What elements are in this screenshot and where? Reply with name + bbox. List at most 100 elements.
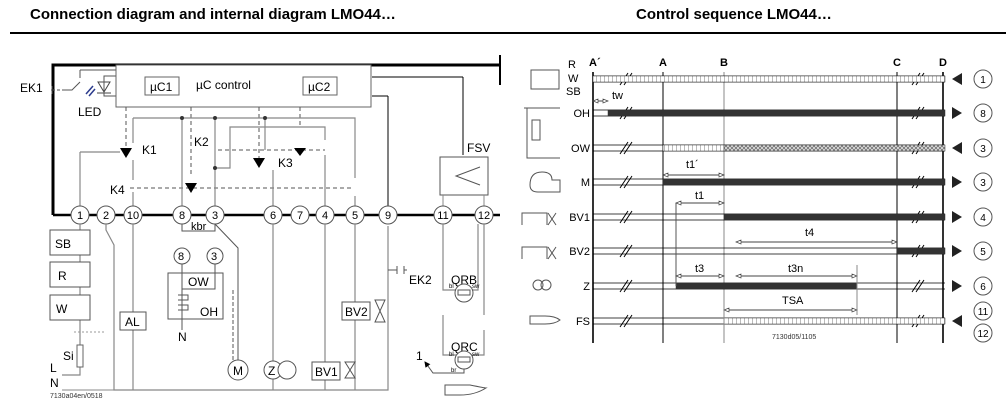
drawing-ref-right: 7130d05/1105 [772, 334, 816, 341]
svg-text:D: D [939, 57, 947, 69]
qrc-wire-bl: bl [449, 352, 454, 358]
terminal-label: 8 [179, 210, 185, 222]
time-t4: t4 [735, 227, 898, 245]
time-t3: t3 [675, 263, 725, 279]
svg-text:6: 6 [980, 282, 986, 293]
fuse-label: Si [63, 349, 74, 363]
qrb-label: QRB [451, 273, 477, 287]
svg-text:tw: tw [612, 90, 623, 102]
ignition-label: Z [268, 364, 275, 378]
svg-text:BV2: BV2 [569, 246, 590, 258]
phase-a-prime: A´ [589, 57, 601, 343]
signal-bar [607, 109, 946, 117]
qrc-wire-br: br [451, 368, 456, 374]
preheater-neutral-label: N [178, 330, 187, 344]
relay-k2-label: K2 [194, 135, 209, 149]
signal-bar [896, 247, 946, 255]
signal-bar [675, 282, 858, 290]
valve-bv2-box [341, 301, 371, 321]
signal-bar [592, 75, 946, 83]
terminal-label: 11 [437, 210, 448, 222]
terminal-label: 12 [478, 210, 490, 222]
valve-bv1-icon [521, 212, 557, 226]
valve-bv2-icon [374, 299, 386, 323]
terminal-9: 9 [378, 205, 398, 225]
phase-d: D [939, 57, 947, 343]
valve-bv2-label: BV2 [345, 305, 368, 319]
svg-text:SB: SB [566, 86, 581, 98]
svg-text:W: W [568, 73, 579, 85]
fsv-amplifier [439, 156, 489, 196]
terminal-11: 11 [433, 205, 453, 225]
flame-icon [444, 384, 488, 396]
alarm-box [119, 311, 147, 331]
time-tw: tw [592, 90, 623, 104]
terminal-8: 8 [172, 205, 192, 225]
switch-sb: SB [49, 229, 91, 256]
oil-preheater-box [167, 272, 224, 320]
signal-bar [662, 144, 725, 152]
signal-bar [723, 213, 946, 221]
row-icons [521, 69, 561, 325]
terminal-label: 5 [352, 210, 358, 222]
terminal-label: 9 [385, 210, 391, 222]
qrb-wire-bl: bl [449, 284, 454, 290]
qrb-detector-icon [454, 283, 474, 303]
terminal-10: 10 [123, 205, 143, 225]
fan-motor-icon [529, 171, 561, 193]
svg-text:t1´: t1´ [686, 159, 699, 171]
relay-arrows [120, 148, 306, 193]
svg-text:8: 8 [980, 109, 986, 120]
time-t3n: t3n [735, 263, 858, 279]
terminal-label: 3 [212, 210, 218, 222]
ignition-transformer-icon [532, 279, 544, 291]
relay-k4-label: K4 [110, 183, 125, 197]
svg-text:t3n: t3n [788, 263, 803, 275]
terminal-label: 10 [127, 210, 139, 222]
valve-bv1-icon [344, 361, 356, 379]
signal-bar [662, 178, 946, 186]
oil-preheater-icon [524, 107, 560, 159]
time-t1-prime: t1´ [662, 159, 725, 178]
fuse-icon [76, 344, 84, 368]
svg-text:11: 11 [978, 307, 989, 318]
motor-icon [227, 359, 249, 381]
title-underline-left [10, 32, 500, 34]
svg-text:A: A [659, 57, 667, 69]
fsv-label: FSV [467, 141, 490, 155]
ow-label: OW [188, 275, 209, 289]
svg-text:B: B [720, 57, 728, 69]
arrow-1-label: 1 [416, 349, 423, 363]
kbr-label: kbr [191, 221, 207, 233]
title-underline-right [500, 32, 1006, 34]
svg-text:Z: Z [583, 281, 590, 293]
qrb-wire-sw: sw [472, 284, 480, 290]
drawing-ref-left: 7130a04en/0518 [50, 393, 103, 400]
terminal-6: 6 [263, 205, 283, 225]
time-t1: t1 [675, 190, 725, 206]
time-tsa: TSA [723, 295, 858, 313]
svg-text:TSA: TSA [782, 295, 804, 307]
terminal-label: 2 [103, 210, 109, 222]
terminal-label: 4 [322, 210, 328, 222]
svg-text:4: 4 [980, 213, 986, 224]
terminal-label: 6 [270, 210, 276, 222]
switch-w: W [49, 294, 91, 321]
connection-diagram-title: Connection diagram and internal diagram … [30, 6, 396, 23]
alarm-label: AL [125, 315, 140, 329]
valve-bv1-box [311, 361, 341, 381]
svg-text:BV1: BV1 [569, 212, 590, 224]
thermostat-switch-icon [530, 69, 560, 90]
qrc-label: QRC [451, 340, 478, 354]
relay-k3-label: K3 [278, 156, 293, 170]
r-label: R [58, 269, 67, 283]
uc1-box [144, 76, 180, 96]
control-sequence-title: Control sequence LMO44… [636, 6, 832, 23]
svg-text:OW: OW [571, 143, 591, 155]
led-label: LED [78, 105, 102, 119]
svg-text:12: 12 [977, 329, 989, 340]
signal-bar [723, 144, 946, 152]
